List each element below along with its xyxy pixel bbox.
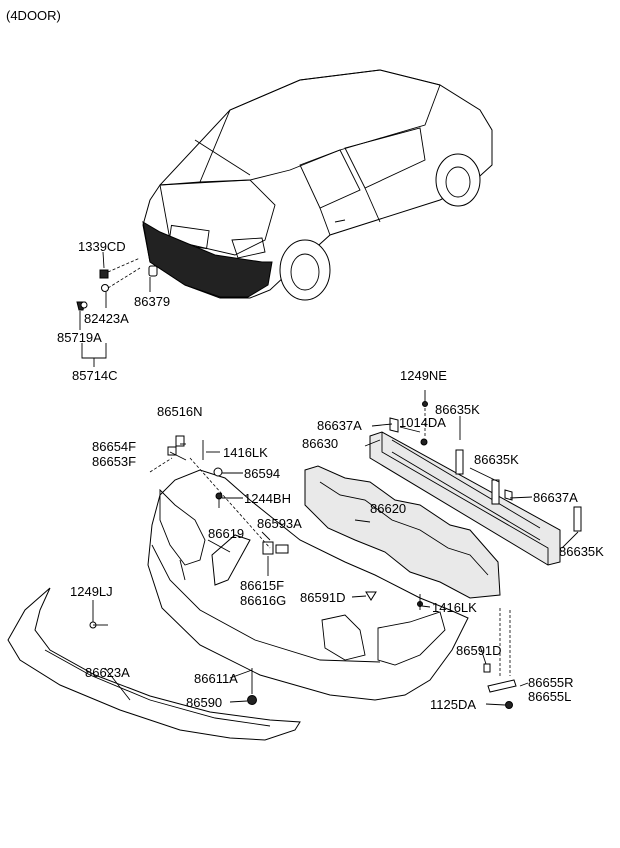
car-fasteners bbox=[76, 251, 158, 367]
label-86611A[interactable]: 86611A bbox=[194, 671, 238, 686]
cover-fasteners bbox=[247, 591, 517, 709]
label-86594[interactable]: 86594 bbox=[244, 466, 280, 481]
label-1416LK-lower[interactable]: 1416LK bbox=[432, 600, 477, 615]
label-86655L[interactable]: 86655L bbox=[528, 689, 571, 704]
beam-brackets bbox=[389, 390, 582, 532]
lower-spoiler bbox=[7, 587, 301, 741]
label-86619[interactable]: 86619 bbox=[208, 526, 244, 541]
label-1339CD[interactable]: 1339CD bbox=[78, 239, 126, 254]
bumper-cover bbox=[147, 469, 469, 701]
bumper-beam bbox=[369, 431, 561, 566]
label-86635K-bottom[interactable]: 86635K bbox=[559, 544, 604, 559]
label-86655R[interactable]: 86655R bbox=[528, 675, 574, 690]
label-1125DA[interactable]: 1125DA bbox=[430, 697, 476, 712]
label-82423A[interactable]: 82423A bbox=[84, 311, 129, 326]
label-86615F[interactable]: 86615F bbox=[240, 578, 284, 593]
label-1249LJ[interactable]: 1249LJ bbox=[70, 584, 113, 599]
label-1249NE[interactable]: 1249NE bbox=[400, 368, 447, 383]
label-1244BH[interactable]: 1244BH bbox=[244, 491, 291, 506]
label-86623A[interactable]: 86623A bbox=[85, 665, 130, 680]
label-85714C[interactable]: 85714C bbox=[72, 368, 118, 383]
label-86630[interactable]: 86630 bbox=[302, 436, 338, 451]
label-86635K-top[interactable]: 86635K bbox=[435, 402, 480, 417]
label-1014DA[interactable]: 1014DA bbox=[399, 415, 446, 430]
label-86591D-right[interactable]: 86591D bbox=[456, 643, 502, 658]
label-86590[interactable]: 86590 bbox=[186, 695, 222, 710]
leader-lines bbox=[93, 416, 579, 706]
label-86616G[interactable]: 86616G bbox=[240, 593, 286, 608]
label-86593A[interactable]: 86593A bbox=[257, 516, 302, 531]
label-86620[interactable]: 86620 bbox=[370, 501, 406, 516]
energy-absorber bbox=[304, 465, 501, 599]
label-86516N[interactable]: 86516N bbox=[157, 404, 203, 419]
part-labels: 1339CD 86379 82423A 85719A 85714C 1249NE… bbox=[57, 239, 604, 712]
label-86635K-middle[interactable]: 86635K bbox=[474, 452, 519, 467]
label-86654F[interactable]: 86654F bbox=[92, 439, 136, 454]
label-86379[interactable]: 86379 bbox=[134, 294, 170, 309]
variant-title: (4DOOR) bbox=[6, 8, 61, 23]
label-1416LK-upper[interactable]: 1416LK bbox=[223, 445, 268, 460]
car-illustration bbox=[142, 69, 493, 301]
label-86653F[interactable]: 86653F bbox=[92, 454, 136, 469]
label-86591D-center[interactable]: 86591D bbox=[300, 590, 346, 605]
label-86637A-right[interactable]: 86637A bbox=[533, 490, 578, 505]
label-85719A[interactable]: 85719A bbox=[57, 330, 102, 345]
label-86637A-top[interactable]: 86637A bbox=[317, 418, 362, 433]
